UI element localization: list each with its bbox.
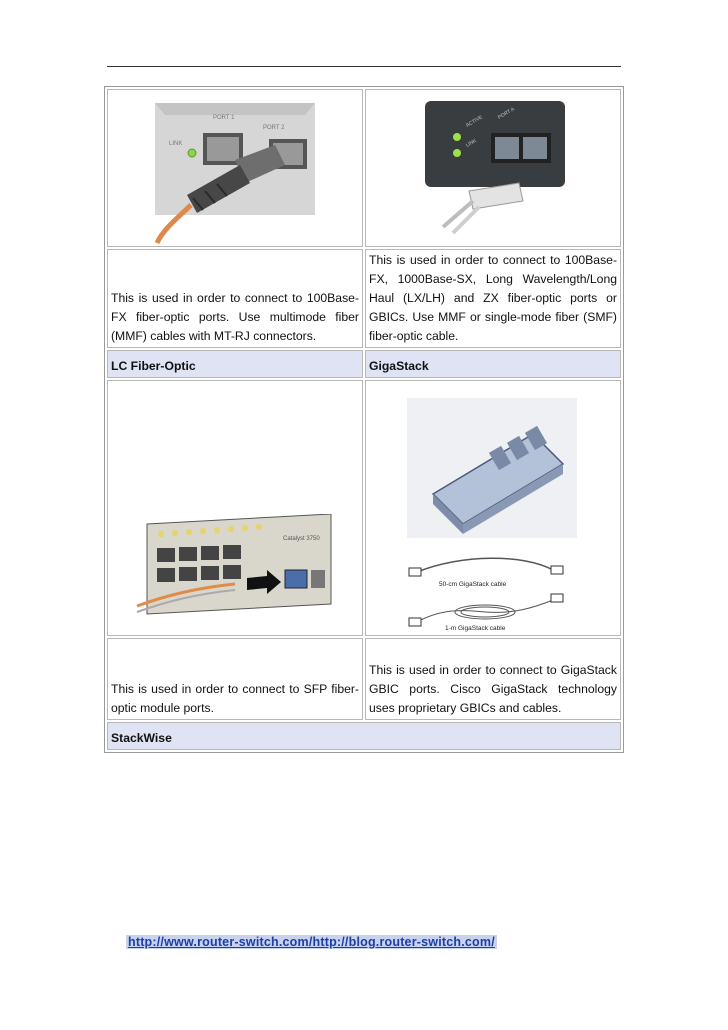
svg-text:LINK: LINK xyxy=(169,141,182,147)
svg-text:PORT 2: PORT 2 xyxy=(263,125,285,131)
gigastack-image-cell: 50-cm GigaStack cable 1-m GigaStack cabl… xyxy=(365,380,621,636)
footer-link[interactable]: http://www.router-switch.com/http://blog… xyxy=(126,935,497,949)
lc-connector-image: Catalyst 3750 xyxy=(136,514,332,615)
stackwise-header: StackWise xyxy=(107,722,621,750)
lc-fiber-optic-header: LC Fiber-Optic xyxy=(107,350,363,378)
svg-text:Catalyst 3750: Catalyst 3750 xyxy=(283,536,320,542)
gigastack-header: GigaStack xyxy=(365,350,621,378)
lc-image-cell: Catalyst 3750 xyxy=(107,380,363,636)
svg-text:50-cm GigaStack cable: 50-cm GigaStack cable xyxy=(439,581,507,588)
sc-description: This is used in order to connect to 100B… xyxy=(365,249,621,348)
sc-connector-image: ACTIVE LINK PORT A xyxy=(425,101,565,235)
connector-table: PORT 1 PORT 2 LINK ACTIVE LINK xyxy=(104,86,624,753)
top-rule xyxy=(107,66,621,67)
switch-port-block xyxy=(157,545,241,582)
mtrj-image-cell: PORT 1 PORT 2 LINK xyxy=(107,89,363,247)
gigastack-description: This is used in order to connect to Giga… xyxy=(365,638,621,720)
svg-text:1-m GigaStack cable: 1-m GigaStack cable xyxy=(445,625,506,632)
svg-text:LINK: LINK xyxy=(465,138,478,149)
mtrj-connector-image: PORT 1 PORT 2 LINK xyxy=(154,103,315,245)
svg-text:PORT 1: PORT 1 xyxy=(213,115,235,121)
lc-description: This is used in order to connect to SFP … xyxy=(107,638,363,720)
mtrj-description: This is used in order to connect to 100B… xyxy=(107,249,363,348)
sc-image-cell: ACTIVE LINK PORT A xyxy=(365,89,621,247)
gigastack-gbic-image: 50-cm GigaStack cable 1-m GigaStack cabl… xyxy=(407,398,577,632)
